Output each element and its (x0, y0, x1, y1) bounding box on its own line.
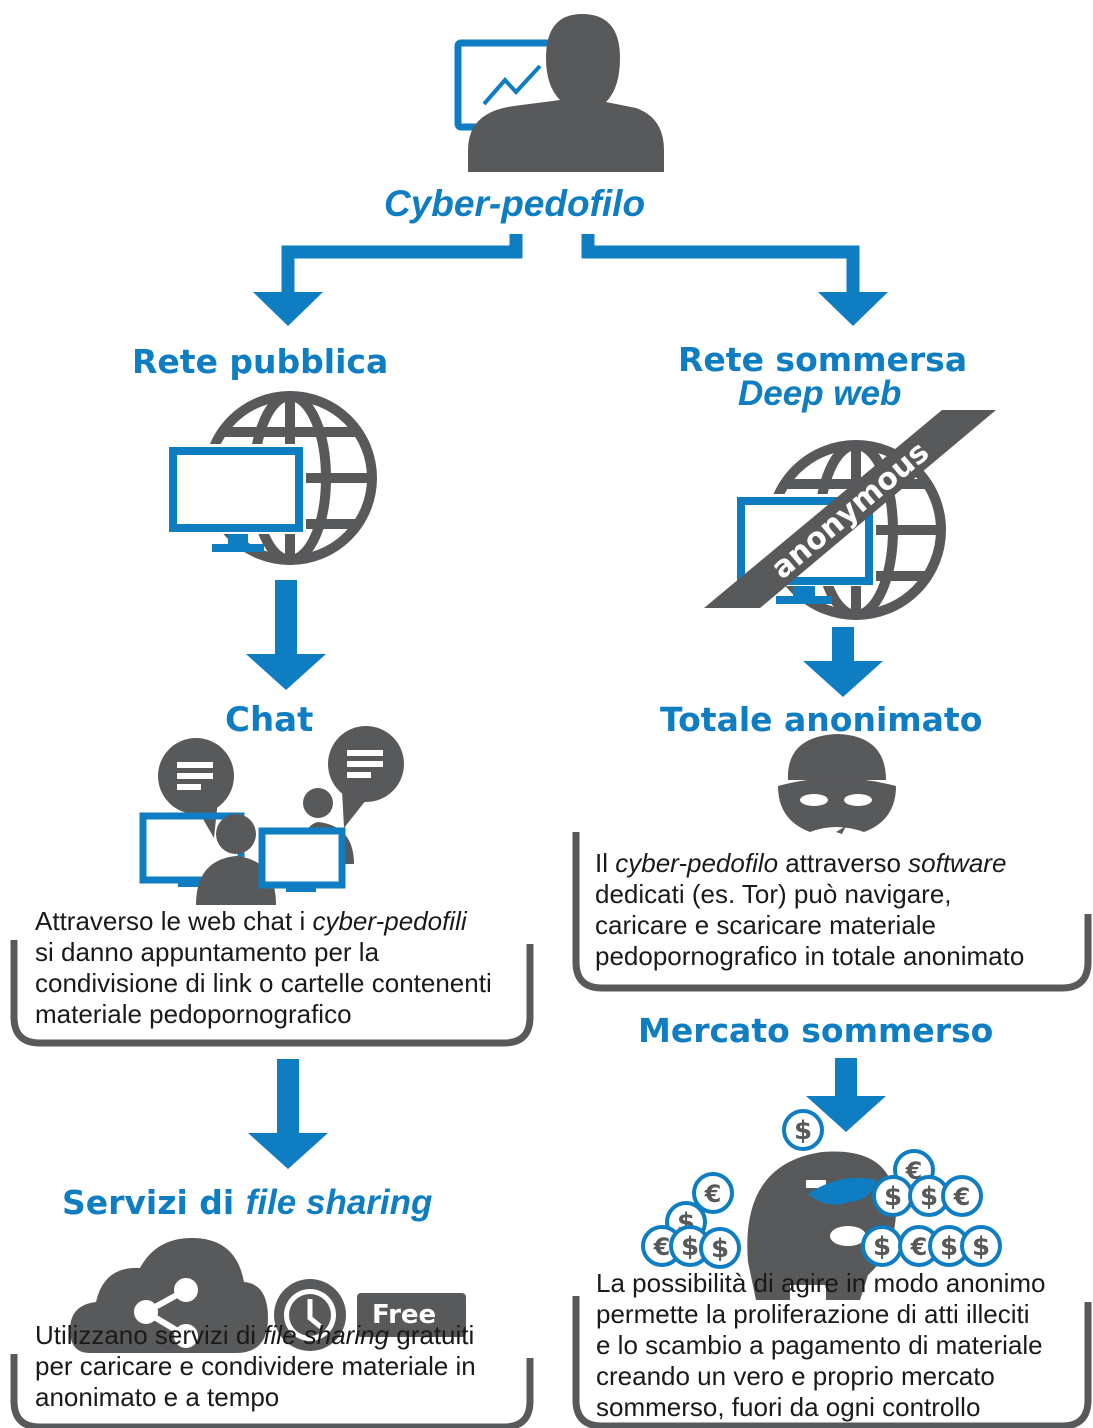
arrow-to-file-sharing (277, 1059, 299, 1135)
fs-text-l1a: Utilizzano servizi di (35, 1320, 264, 1350)
market-text-frame (572, 1296, 1092, 1428)
anon-text-l1b: cyber-pedofilo (615, 848, 779, 878)
market-title: Mercato sommerso (638, 1011, 994, 1050)
person-at-monitor-icon (454, 14, 664, 172)
file-sharing-title: Servizi di file sharing (62, 1185, 432, 1220)
public-net-title: Rete pubblica (132, 342, 389, 381)
anon-text-l1d: software (908, 848, 1007, 878)
market-text-l3: e lo scambio a pagamento di materiale (596, 1330, 1043, 1360)
chat-title: Chat (225, 700, 314, 740)
deep-web-subtitle: Deep web (738, 374, 902, 413)
masked-face-icon (778, 734, 896, 834)
fs-text-l1c: gratuiti (389, 1320, 475, 1350)
globe-monitor-icon (166, 391, 377, 565)
masked-piggy-bank-coins-icon (641, 1109, 1002, 1300)
anon-text-l1c: attraverso (778, 848, 909, 878)
globe-monitor-anonymous-icon (704, 410, 996, 620)
arrow-to-piggy-bank (835, 1058, 857, 1098)
deep-web-title: Rete sommersa (678, 340, 968, 379)
file-sharing-title-a: Servizi di (62, 1183, 246, 1222)
anonymity-text-frame (572, 832, 1092, 992)
market-text-l4: creando un vero e proprio mercato (596, 1361, 995, 1391)
branch-connector (253, 234, 888, 326)
cloud-share-icon (70, 1238, 268, 1353)
anon-text-l4: pedopornografico in totale anonimato (595, 941, 1025, 971)
fs-text-l3: anonimato e a tempo (35, 1382, 280, 1412)
market-text-l2: permette la proliferazione di atti illec… (596, 1299, 1030, 1329)
free-badge (357, 1293, 466, 1337)
market-text-l1: La possibilità di agire in modo anonimo (596, 1268, 1046, 1298)
market-text-l5: sommerso, fuori da ogni controllo (596, 1392, 981, 1422)
anonymity-description: Il cyber-pedofilo attraverso software de… (595, 848, 1075, 972)
anon-text-l1a: Il (595, 848, 616, 878)
arrow-to-anonymity (832, 627, 854, 663)
chat-description: Attraverso le web chat i cyber-pedofili … (35, 906, 535, 1030)
chat-text-l2: si danno appuntamento per la (35, 937, 380, 967)
file-sharing-description: Utilizzano servizi di file sharing gratu… (35, 1320, 535, 1413)
anon-text-l2: dedicati (es. Tor) può navigare, (595, 879, 952, 909)
fs-text-l1b: file sharing (263, 1320, 390, 1350)
file-sharing-text-frame (10, 1354, 534, 1428)
arrow-to-chat (275, 580, 297, 656)
free-label: Free (372, 1300, 437, 1330)
anon-text-l3: caricare e scaricare materiale (595, 910, 937, 940)
chat-text-frame (10, 940, 534, 1047)
file-sharing-title-b: file sharing (245, 1183, 433, 1222)
main-actor-title: Cyber-pedofilo (384, 183, 646, 224)
clock-icon (274, 1279, 346, 1351)
anonymity-title: Totale anonimato (660, 700, 983, 739)
market-description: La possibilità di agire in modo anonimo … (596, 1268, 1086, 1423)
chat-text-l4: materiale pedopornografico (35, 999, 352, 1029)
chat-text-l1a: Attraverso le web chat i (35, 906, 313, 936)
chat-text-l3: condivisione di link o cartelle contenen… (35, 968, 492, 998)
chat-text-l1b: cyber-pedofili (312, 906, 467, 936)
fs-text-l2: per caricare e condividere materiale in (35, 1351, 476, 1381)
chat-users-icon (139, 726, 404, 905)
